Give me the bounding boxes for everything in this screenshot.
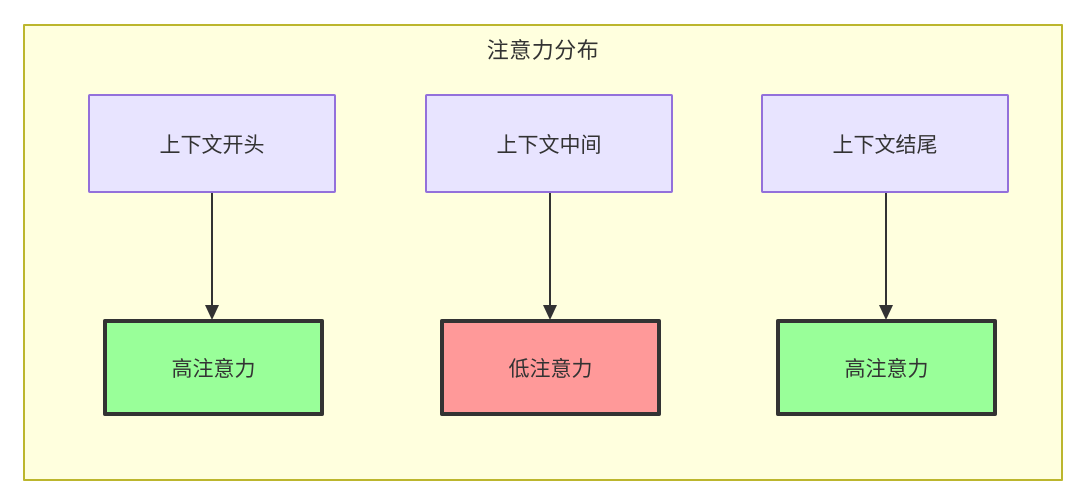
node-low-attention-middle-label: 低注意力 [508,357,593,381]
node-high-attention-start[interactable]: 高注意力 [103,319,324,416]
node-context-start-label: 上下文开头 [159,133,265,157]
node-context-middle-label: 上下文中间 [496,133,602,157]
node-context-end[interactable]: 上下文结尾 [761,94,1009,193]
node-low-attention-middle[interactable]: 低注意力 [440,319,661,416]
subgraph-title: 注意力分布 [486,38,600,63]
node-high-attention-start-label: 高注意力 [171,357,256,381]
node-high-attention-end[interactable]: 高注意力 [776,319,997,416]
edge-context-end-to-high-attention [878,193,894,321]
edge-context-middle-to-low-attention [542,193,558,321]
node-context-end-label: 上下文结尾 [832,133,938,157]
edge-context-start-to-high-attention [204,193,220,321]
node-context-start[interactable]: 上下文开头 [88,94,336,193]
node-context-middle[interactable]: 上下文中间 [425,94,673,193]
node-high-attention-end-label: 高注意力 [844,357,929,381]
